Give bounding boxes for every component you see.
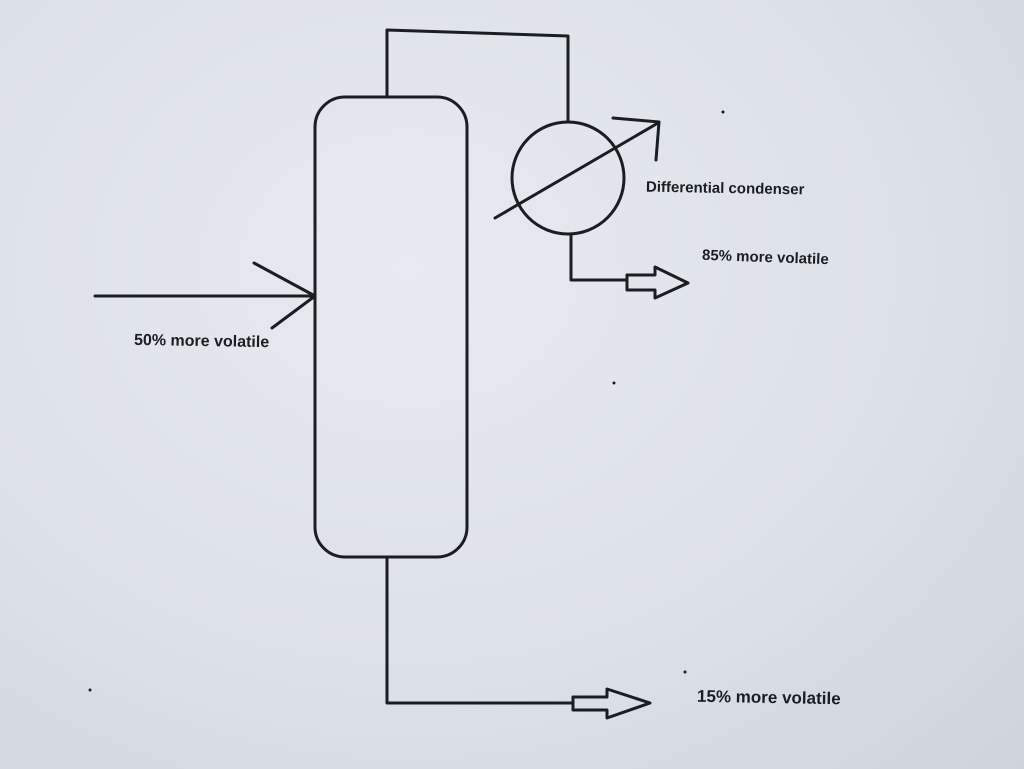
feed-arrowhead [252, 261, 317, 330]
condenser-coolant-arrowhead [611, 116, 661, 162]
distillation-column [313, 95, 469, 559]
top-product-line [569, 232, 629, 282]
condenser-vessel [510, 120, 626, 236]
paper-speck [721, 110, 725, 114]
paper-speck [683, 670, 687, 674]
top-product-arrow [625, 265, 690, 300]
bottom-product-line [385, 555, 575, 705]
paper-speck [88, 688, 92, 692]
paper-speck [612, 381, 616, 385]
feed-label: 50% more volatile [133, 331, 270, 352]
vapour-line [385, 28, 570, 124]
condenser-label: Differential condenser [645, 178, 805, 199]
bottom-product-arrow [571, 687, 652, 720]
bottom-product-label: 15% more volatile [696, 686, 841, 709]
condenser-coolant-line [493, 121, 660, 220]
